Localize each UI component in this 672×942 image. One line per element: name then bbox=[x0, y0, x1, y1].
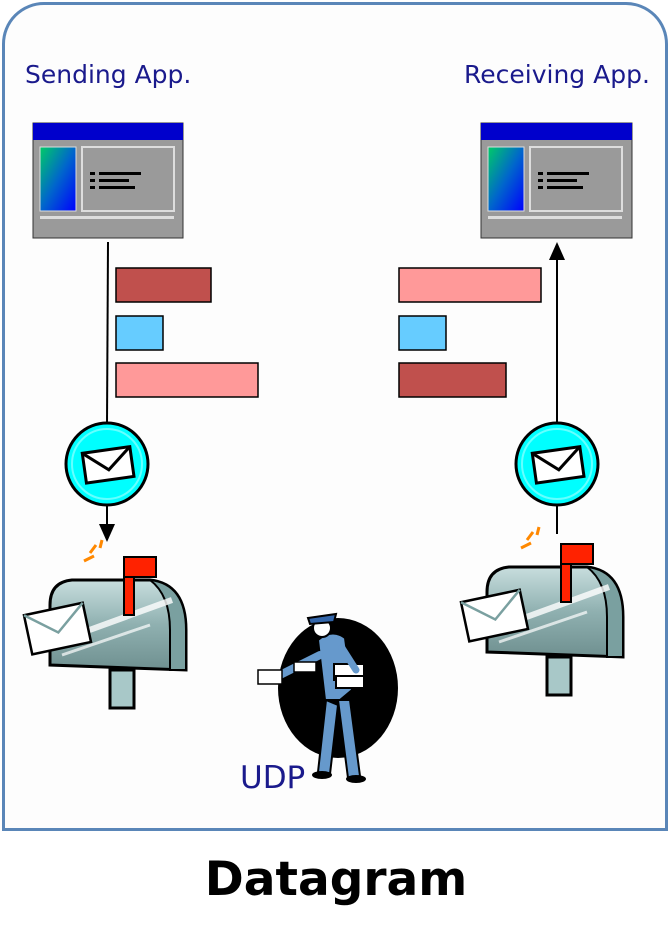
sending-envelope-icon bbox=[64, 421, 150, 507]
sending-packet-3 bbox=[115, 362, 259, 398]
receiving-envelope-icon bbox=[514, 421, 600, 507]
sending-app-label: Sending App. bbox=[25, 60, 192, 89]
receiving-packet-1 bbox=[398, 267, 542, 303]
sending-flow-line bbox=[106, 241, 109, 425]
sending-app-window-icon bbox=[32, 122, 184, 239]
receiving-app-window-icon bbox=[480, 122, 633, 239]
receiving-app-label: Receiving App. bbox=[464, 60, 650, 89]
sending-packet-2 bbox=[115, 315, 164, 351]
udp-label: UDP bbox=[240, 760, 306, 796]
diagram-caption: Datagram bbox=[204, 852, 468, 907]
mail-carrier-icon bbox=[257, 612, 398, 783]
receiving-packet-3 bbox=[398, 362, 507, 398]
receiving-packet-2 bbox=[398, 315, 447, 351]
sending-packet-1 bbox=[115, 267, 212, 303]
sending-mailbox-icon bbox=[22, 539, 188, 710]
receiving-mailbox-icon bbox=[459, 526, 625, 697]
